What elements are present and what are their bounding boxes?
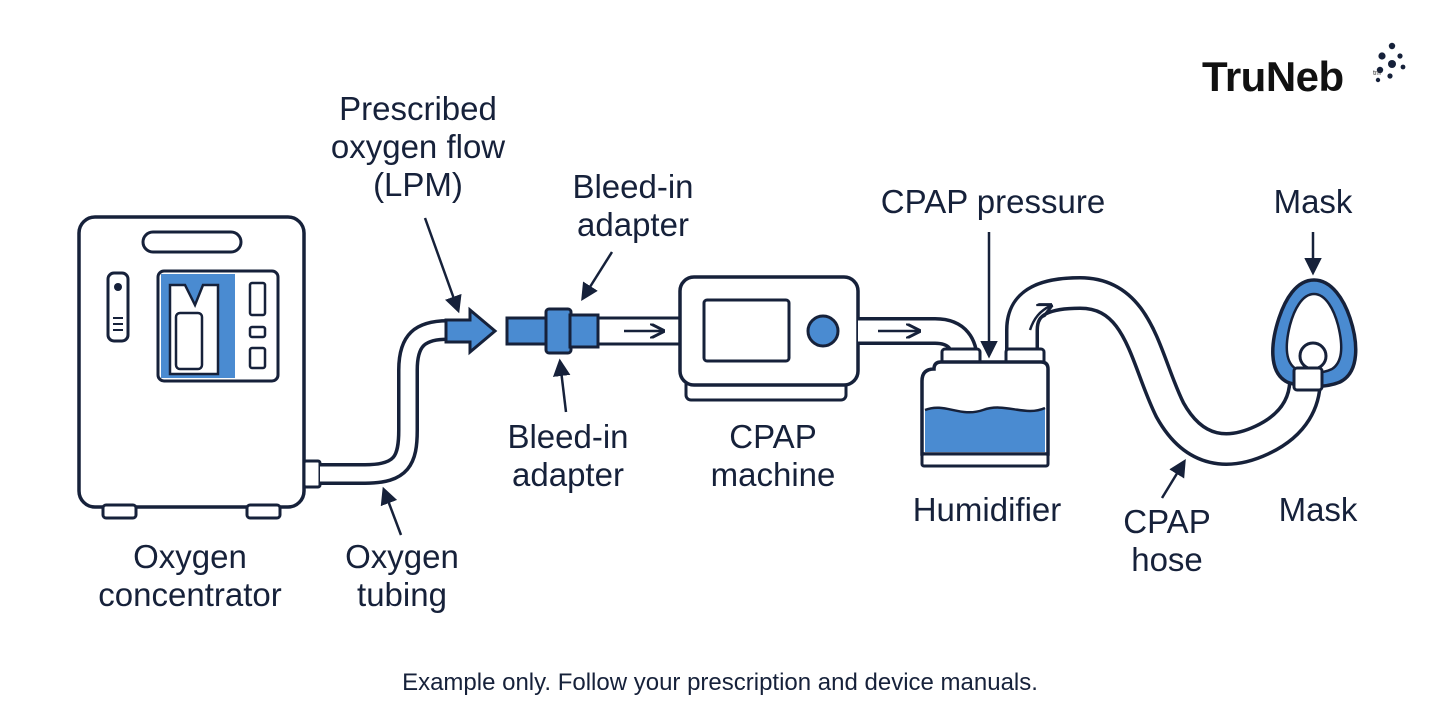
label-line: adapter bbox=[577, 206, 689, 243]
label-humidifier: Humidifier bbox=[913, 491, 1062, 529]
label-mask-bottom: Mask bbox=[1279, 491, 1358, 529]
humidifier-device bbox=[920, 347, 1050, 468]
label-line: Oxygen bbox=[345, 538, 459, 575]
arrow-bleed-in-bottom bbox=[552, 358, 571, 413]
bleed-in-adapter-device bbox=[505, 307, 682, 355]
label-cpap-machine: CPAP machine bbox=[711, 418, 836, 494]
label-line: hose bbox=[1131, 541, 1203, 578]
label-line: concentrator bbox=[98, 576, 282, 613]
label-prescribed-oxygen-flow: Prescribed oxygen flow (LPM) bbox=[331, 90, 505, 204]
label-line: tubing bbox=[357, 576, 447, 613]
label-bleed-in-adapter-bottom: Bleed-in adapter bbox=[507, 418, 628, 494]
label-line: (LPM) bbox=[373, 166, 463, 203]
label-line: CPAP pressure bbox=[880, 183, 1106, 220]
label-line: machine bbox=[710, 456, 836, 493]
label-line: Bleed-in bbox=[572, 168, 694, 205]
label-line: CPAP bbox=[1123, 503, 1211, 540]
label-line: adapter bbox=[512, 456, 624, 493]
arrow-oxygen-tubing bbox=[380, 486, 403, 536]
brand-trademark: tm bbox=[1373, 70, 1381, 77]
label-line: Bleed-in bbox=[507, 418, 629, 455]
oxygen-concentrator-device bbox=[77, 215, 322, 520]
truneb-logo-dots bbox=[1375, 42, 1406, 83]
cpap-machine-device bbox=[678, 275, 860, 402]
label-line: Humidifier bbox=[912, 491, 1062, 528]
label-oxygen-tubing: Oxygen tubing bbox=[345, 538, 459, 614]
label-line: CPAP bbox=[729, 418, 817, 455]
leader-arrows bbox=[380, 217, 1322, 536]
label-line: Prescribed bbox=[339, 90, 497, 127]
label-line: Mask bbox=[1273, 183, 1353, 220]
brand-logo-text: TruNeb bbox=[1202, 53, 1344, 100]
label-mask-top: Mask bbox=[1274, 183, 1353, 221]
label-line: oxygen flow bbox=[330, 128, 506, 165]
arrow-cpap-hose bbox=[1160, 459, 1186, 499]
mask-device bbox=[1271, 278, 1358, 392]
label-cpap-hose: CPAP hose bbox=[1123, 503, 1210, 579]
cpap-hose-tube bbox=[1005, 275, 1322, 466]
arrow-bleed-in-top bbox=[581, 251, 614, 301]
disclaimer-text: Example only. Follow your prescription a… bbox=[402, 669, 1038, 696]
label-line: Oxygen bbox=[133, 538, 247, 575]
arrow-prescribed-flow bbox=[423, 217, 462, 314]
label-cpap-pressure: CPAP pressure bbox=[881, 183, 1105, 221]
label-bleed-in-adapter-top: Bleed-in adapter bbox=[572, 168, 693, 244]
oxygen-tubing-line bbox=[320, 306, 498, 485]
label-oxygen-concentrator: Oxygen concentrator bbox=[98, 538, 281, 614]
label-line: Mask bbox=[1278, 491, 1358, 528]
